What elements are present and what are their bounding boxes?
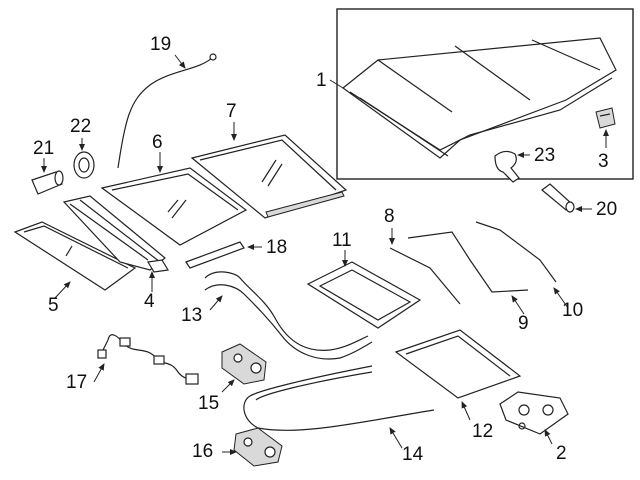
sunshade-part-12: [394, 329, 522, 399]
callout-22: 22: [70, 116, 92, 137]
callout-11: 11: [332, 230, 352, 251]
drain-hose-part-19: [117, 53, 217, 169]
callout-12: 12: [472, 421, 494, 442]
bracket-part-18: [185, 241, 245, 269]
callout-16: 16: [192, 441, 214, 462]
switch-part-16: [233, 427, 283, 467]
wind-deflector-part-4: [62, 195, 169, 273]
glass-panel-part-5: [13, 221, 137, 291]
callout-10: 10: [562, 300, 584, 321]
callout-9: 9: [518, 313, 529, 334]
callout-6: 6: [152, 132, 163, 153]
roof-assembly-inset: [336, 8, 634, 183]
seal-frame-part-11: [306, 261, 422, 329]
callout-18: 18: [266, 237, 288, 258]
callout-5: 5: [48, 295, 59, 316]
callout-15: 15: [198, 393, 220, 414]
callout-21: 21: [33, 138, 55, 159]
callout-3: 3: [598, 151, 609, 172]
wire-harness-part-17: [97, 334, 199, 385]
motor-part-2: [499, 391, 569, 435]
callout-19: 19: [150, 34, 172, 55]
glass-panel-part-6: [100, 167, 248, 246]
callout-4: 4: [144, 291, 155, 312]
grommet-part-22: [73, 151, 95, 179]
callout-1: 1: [316, 70, 327, 91]
callout-2: 2: [556, 443, 567, 464]
callout-17: 17: [66, 372, 88, 393]
seal-part-14: [243, 365, 435, 431]
clip-part-21: [31, 170, 64, 195]
callout-23: 23: [534, 145, 556, 166]
guide-rail-part-9: [407, 231, 529, 293]
seal-strip-part-8: [389, 247, 461, 305]
drive-cable-part-13: [204, 271, 373, 360]
switch-part-15: [221, 343, 267, 385]
pin-part-20: [541, 183, 575, 213]
callout-20: 20: [596, 199, 618, 220]
callout-14: 14: [402, 444, 424, 465]
callout-7: 7: [226, 101, 237, 122]
callout-13: 13: [181, 305, 203, 326]
weatherstrip-part-10: [475, 221, 557, 283]
glass-panel-part-7: [190, 134, 348, 219]
callout-8: 8: [384, 206, 395, 227]
